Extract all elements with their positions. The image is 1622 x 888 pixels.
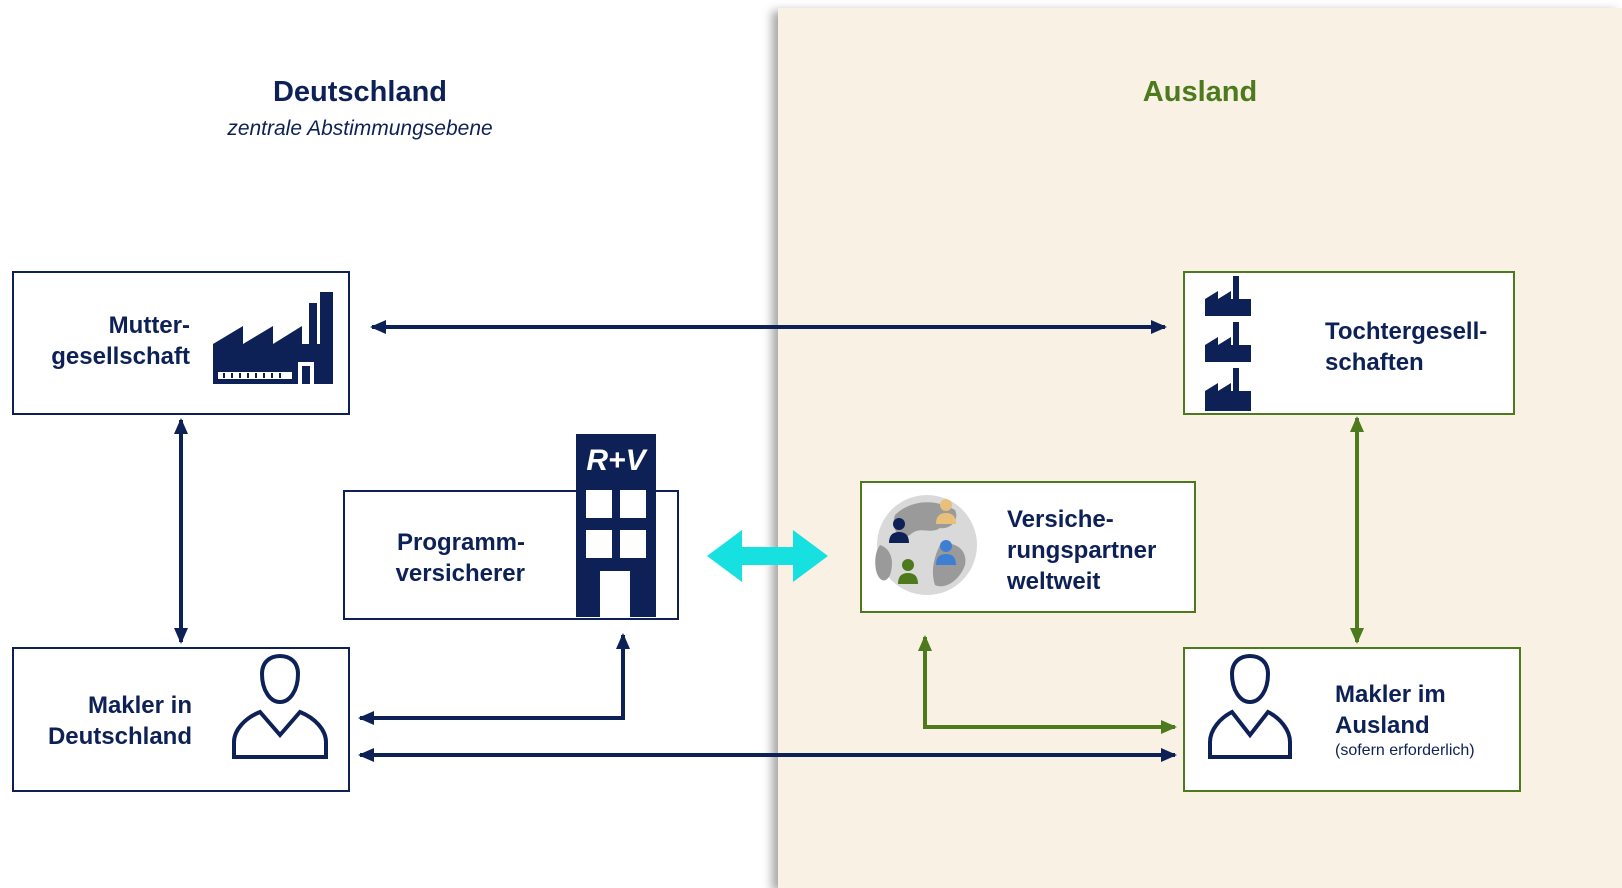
arrow-broker-germany-program-insurer (358, 633, 630, 725)
abroad-title: Ausland (1142, 76, 1258, 108)
program-insurer-label: Programm- versicherer (395, 529, 525, 587)
subsidiaries-label: Tochtergesell- schaften (1325, 318, 1488, 376)
broker-abroad-note: (sofern erforderlich) (1335, 742, 1475, 759)
factory-icon (213, 292, 333, 384)
person-icon (1208, 653, 1292, 759)
arrow-broker-abroad-insurance-partners (918, 635, 1177, 734)
office-building-icon (576, 434, 656, 617)
arrow-program-insurer-insurance-partners (707, 530, 828, 582)
person-icon (232, 653, 328, 759)
mother-company-label: Mutter- gesellschaft (51, 312, 190, 370)
germany-subtitle: zentrale Abstimmungsebene (227, 117, 493, 140)
broker-germany-label: Makler in Deutschland (47, 692, 192, 750)
globe-people-icon (875, 495, 977, 595)
broker-abroad-label: Makler im Ausland (sofern erforderlich) (1335, 679, 1520, 761)
rv-logo: R+V (586, 444, 648, 477)
factory-stack-icon (1205, 276, 1251, 411)
germany-title: Deutschland (272, 76, 448, 108)
insurance-partners-label: Versiche- rungspartner weltweit (1007, 506, 1157, 595)
